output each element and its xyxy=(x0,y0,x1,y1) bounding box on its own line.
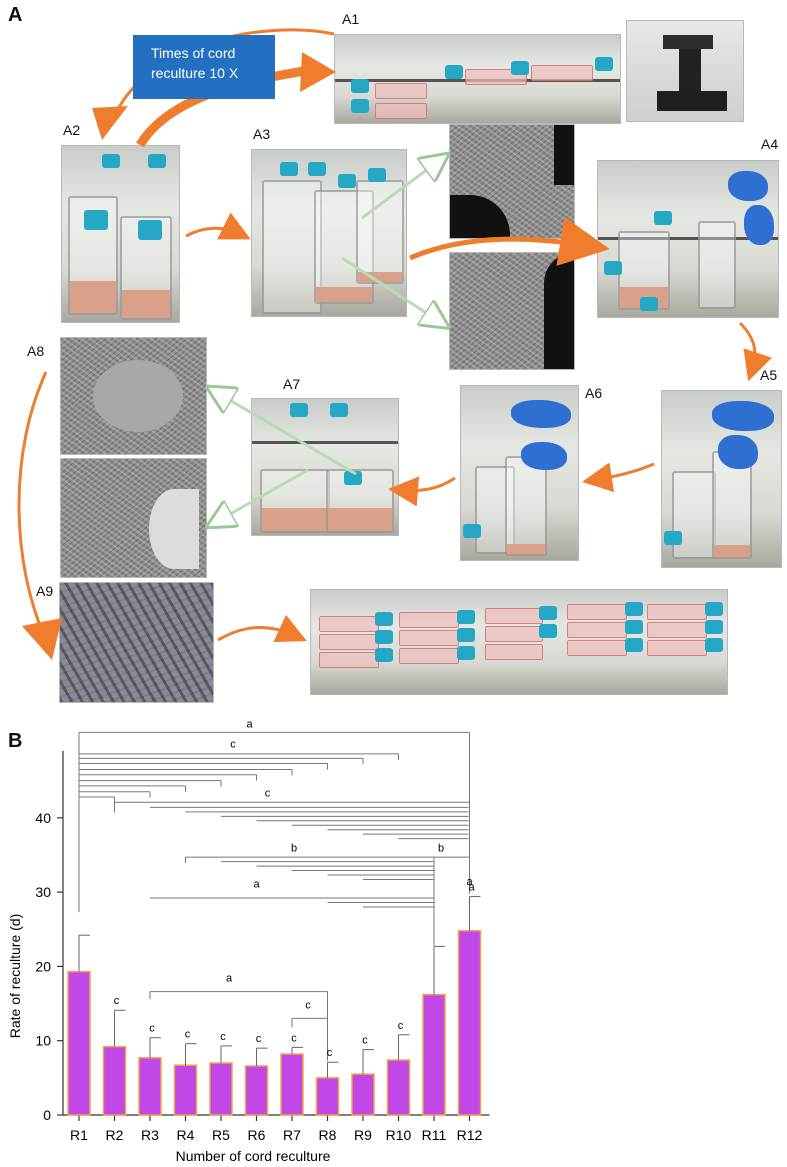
x-tick-label-r2: R2 xyxy=(106,1127,124,1143)
arrowhead-a9 xyxy=(22,618,62,660)
bar-r7 xyxy=(280,1053,304,1116)
bracket-label-c-lower: c xyxy=(265,788,271,800)
bar-r8 xyxy=(315,1077,340,1116)
bracket-label-b-left: b xyxy=(291,843,297,855)
bracket-label-a-r12: a xyxy=(466,876,473,888)
label-a3: A3 xyxy=(253,126,271,142)
sig-letter-r12: a xyxy=(468,882,475,894)
bar-r9 xyxy=(351,1073,375,1116)
sig-letter-r4: c xyxy=(185,1029,191,1041)
bar-r3 xyxy=(138,1057,162,1116)
micrograph-a8-bottom xyxy=(60,458,207,578)
bracket-label-a-mid: a xyxy=(253,878,260,890)
label-a1: A1 xyxy=(342,11,360,27)
micrograph-a8-top xyxy=(60,337,207,455)
sig-letter-r8: c xyxy=(327,1047,333,1059)
y-tick-label: 20 xyxy=(35,958,51,974)
chart-bars: c c c c c c c c c a xyxy=(67,882,482,1116)
green-arrow-a7-top xyxy=(216,392,357,476)
y-tick-label: 40 xyxy=(35,810,51,826)
callout-reculture-times: Times of cord reculture 10 X xyxy=(133,35,275,99)
x-tick-label-r10: R10 xyxy=(386,1127,412,1143)
sig-letter-r5: c xyxy=(220,1031,226,1043)
bar-r10 xyxy=(386,1059,411,1116)
bar-r2 xyxy=(102,1045,127,1116)
sig-letter-r9: c xyxy=(362,1035,368,1047)
x-tick-label-r3: R3 xyxy=(141,1127,159,1143)
bracket-label-top-a: a xyxy=(246,719,253,731)
label-a8: A8 xyxy=(27,343,45,359)
photo-a5-handling-flasks xyxy=(661,390,782,568)
photo-a4-handling-flasks xyxy=(597,160,779,318)
y-tick-label: 10 xyxy=(35,1033,51,1049)
micrograph-a3-bottom xyxy=(449,252,575,370)
y-tick-label: 0 xyxy=(43,1107,51,1123)
y-tick-label: 30 xyxy=(35,884,51,900)
arrowhead-a2 xyxy=(92,106,128,140)
sig-letter-r7: c xyxy=(291,1032,297,1044)
sig-letter-r2: c xyxy=(114,995,120,1007)
green-arrow-a3-top xyxy=(361,160,440,220)
arrowhead-a1 xyxy=(300,52,336,92)
x-tick-label-r12: R12 xyxy=(457,1127,483,1143)
sig-letter-r10: c xyxy=(398,1020,404,1032)
sig-letter-r6: c xyxy=(256,1033,262,1045)
bracket-label-b-right: b xyxy=(438,843,444,855)
arrow-a9-to-flasks xyxy=(217,614,307,643)
panel-a-arrows xyxy=(17,28,772,660)
label-a2: A2 xyxy=(63,122,81,138)
x-tick-label-r4: R4 xyxy=(177,1127,195,1143)
arrow-a4-to-a5 xyxy=(738,321,772,382)
bar-r1 xyxy=(67,970,91,1116)
bracket-label-a-low: a xyxy=(226,973,233,985)
arrow-a8-to-a9 xyxy=(17,371,48,641)
label-a7: A7 xyxy=(283,376,301,392)
panel-b-letter: B xyxy=(8,730,23,752)
micrograph-a9 xyxy=(59,582,214,703)
bracket-label-c-upper: c xyxy=(230,739,236,751)
bar-r4 xyxy=(173,1064,198,1116)
bar-r5 xyxy=(209,1062,233,1116)
bar-r6 xyxy=(244,1065,269,1116)
arrow-a6-to-a7 xyxy=(388,476,456,507)
photo-a7-flasks xyxy=(251,398,399,536)
green-arrow-a3-bottom xyxy=(341,256,440,322)
x-tick-label-r5: R5 xyxy=(212,1127,230,1143)
photo-microscope xyxy=(626,20,744,122)
arrow-a3-to-a4 xyxy=(409,216,610,266)
photo-stacked-flasks xyxy=(310,589,728,695)
x-tick-label-r9: R9 xyxy=(354,1127,372,1143)
x-tick-label-r7: R7 xyxy=(283,1127,301,1143)
x-tick-label-r11: R11 xyxy=(422,1127,447,1143)
x-tick-label-r1: R1 xyxy=(70,1127,88,1143)
green-arrow-a7-bottom xyxy=(216,468,309,522)
bar-r11 xyxy=(422,993,446,1116)
photo-a6-handling-flasks xyxy=(460,385,579,561)
sig-letter-r3: c xyxy=(149,1023,155,1035)
x-axis-title: Number of cord reculture xyxy=(176,1148,331,1164)
label-a9: A9 xyxy=(36,583,54,599)
arrow-a5-to-a6 xyxy=(582,462,655,493)
label-a4: A4 xyxy=(761,136,779,152)
y-axis-title: Rate of reculture (d) xyxy=(7,914,23,1039)
panel-a-letter: A xyxy=(8,4,23,26)
bar-r12 xyxy=(457,929,482,1116)
x-tick-label-r6: R6 xyxy=(248,1127,266,1143)
label-a6: A6 xyxy=(585,385,603,401)
bracket-label-c-low: c xyxy=(305,999,311,1011)
photo-a2-upright-flasks xyxy=(61,145,180,323)
photo-a1-flasks-on-shelf xyxy=(334,34,621,124)
photo-a3-flasks xyxy=(251,149,407,317)
arrow-a2-to-a3 xyxy=(185,212,251,240)
x-tick-label-r8: R8 xyxy=(319,1127,337,1143)
